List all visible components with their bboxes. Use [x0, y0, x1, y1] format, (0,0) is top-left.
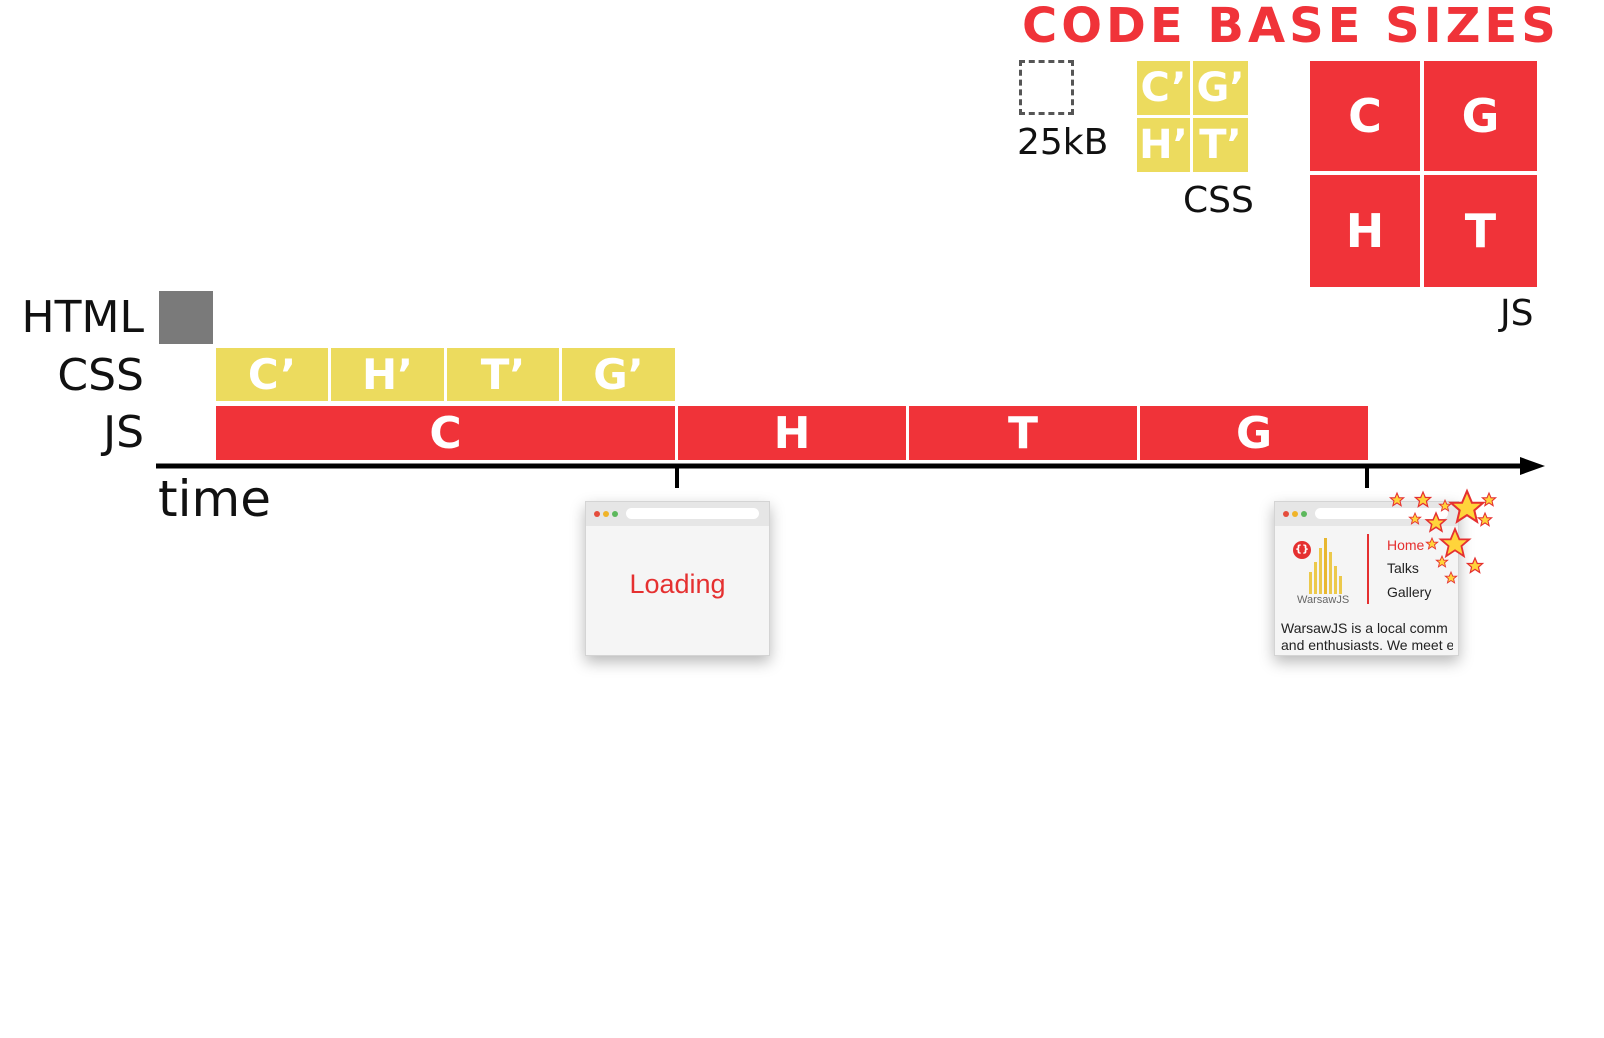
nav-gallery-link[interactable]: Gallery [1387, 584, 1432, 600]
css-size-tile-h: H’ [1137, 118, 1190, 172]
css-bar-c: C’ [216, 348, 328, 401]
nav-home-link[interactable]: Home [1387, 537, 1425, 553]
js-size-tile-h: H [1310, 175, 1420, 287]
row-label-html: HTML [21, 292, 144, 343]
time-axis-arrowhead [1520, 457, 1545, 475]
js-size-tile-g: G [1424, 61, 1537, 171]
page-title: CODE BASE SIZES [1022, 0, 1560, 54]
minimize-dot-icon [1292, 511, 1298, 517]
css-size-tile-c: C’ [1137, 61, 1190, 115]
browser-loading: Loading [585, 501, 770, 656]
blurb-line-2: and enthusiasts. We meet e [1281, 637, 1453, 653]
nav-divider [1367, 534, 1369, 604]
warsawjs-logo-icon [1309, 538, 1342, 594]
url-bar [1315, 508, 1448, 519]
html-block [159, 291, 213, 344]
css-bar-g: G’ [562, 348, 675, 401]
blurb-line-1: WarsawJS is a local comm [1281, 620, 1448, 636]
js-size-caption: JS [1500, 293, 1534, 334]
loading-text: Loading [629, 569, 726, 599]
maximize-dot-icon [1301, 511, 1307, 517]
close-dot-icon [1283, 511, 1289, 517]
close-dot-icon [594, 511, 600, 517]
js-bar-g: G [1140, 406, 1368, 460]
css-size-tile-g: G’ [1193, 61, 1248, 115]
browser-loaded: {} WarsawJS Home Talks Gallery WarsawJS … [1274, 501, 1459, 656]
nav-talks-link[interactable]: Talks [1387, 560, 1419, 576]
css-bar-t: T’ [447, 348, 559, 401]
js-bar-c: C [216, 406, 675, 460]
js-size-tile-t: T [1424, 175, 1537, 287]
js-bar-t: T [909, 406, 1137, 460]
minimize-dot-icon [603, 511, 609, 517]
size-legend-box [1019, 60, 1074, 115]
row-label-js: JS [103, 407, 144, 458]
warsawjs-logo-badge: {} [1293, 541, 1311, 559]
css-size-caption: CSS [1183, 180, 1254, 221]
warsawjs-logo-text: WarsawJS [1297, 594, 1350, 606]
time-axis-label: time [158, 470, 271, 528]
css-size-tile-t: T’ [1193, 118, 1248, 172]
browser-toolbar [586, 502, 769, 526]
celebration-stars-icon [1389, 489, 1497, 584]
size-legend-label: 25kB [1017, 122, 1109, 163]
js-size-tile-c: C [1310, 61, 1420, 171]
maximize-dot-icon [612, 511, 618, 517]
js-bar-h: H [678, 406, 906, 460]
row-label-css: CSS [57, 350, 144, 401]
url-bar [626, 508, 759, 519]
css-bar-h: H’ [331, 348, 444, 401]
